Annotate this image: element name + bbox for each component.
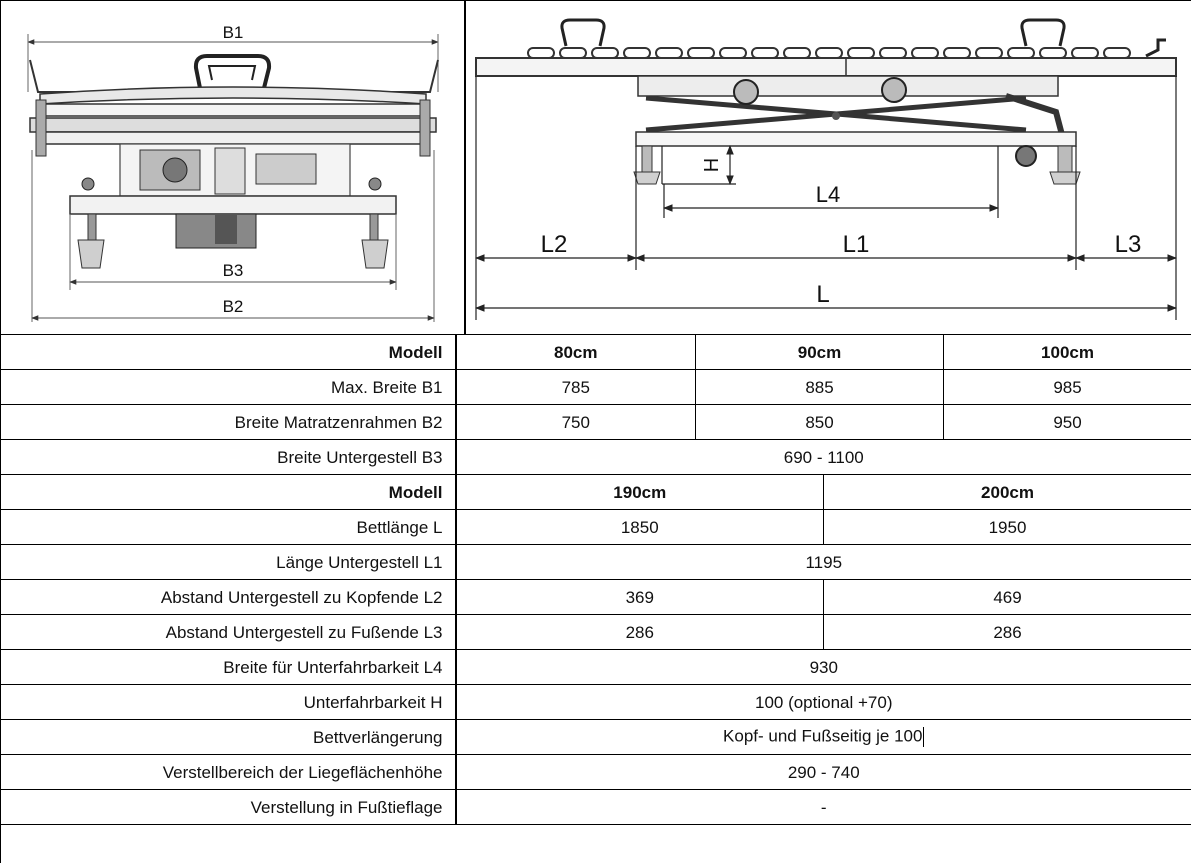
row-label: Abstand Untergestell zu Kopfende L2	[0, 579, 457, 615]
text-cursor	[923, 727, 925, 747]
l4-label: L4	[816, 182, 840, 207]
cell-190cm: 190cm	[455, 474, 824, 510]
cell-value: -	[454, 789, 1191, 825]
row-label: Modell	[0, 334, 457, 370]
cell-value: 469	[822, 579, 1191, 615]
table-row-model-width: Modell 80cm 90cm 100cm	[0, 334, 1191, 370]
technical-drawings: B1	[0, 0, 1191, 334]
side-view-svg: H L4 L2 L1 L3 L	[475, 18, 1177, 320]
cell-value: 750	[455, 404, 696, 440]
table-row-max-width-b1: Max. Breite B1 785 885 985	[0, 369, 1191, 405]
cell-value: 1950	[822, 509, 1191, 545]
cell-value: 985	[943, 369, 1191, 405]
table-row-height-range: Verstellbereich der Liegeflächenhöhe 290…	[0, 754, 1191, 790]
front-view-drawing: B1	[0, 0, 466, 334]
row-label: Abstand Untergestell zu Fußende L3	[0, 614, 457, 650]
cell-value: 1850	[455, 509, 824, 545]
cell-value: 1195	[454, 544, 1191, 580]
cell-value: 690 - 1100	[454, 439, 1191, 475]
b3-label: B3	[223, 261, 244, 280]
table-row-underride-width-l4: Breite für Unterfahrbarkeit L4 930	[0, 649, 1191, 685]
row-label: Max. Breite B1	[0, 369, 457, 405]
table-row-extension: Bettverlängerung Kopf- und Fußseitig je …	[0, 719, 1191, 755]
row-label: Bettlänge L	[0, 509, 457, 545]
table-row-base-length-l1: Länge Untergestell L1 1195	[0, 544, 1191, 580]
side-view-drawing: H L4 L2 L1 L3 L	[466, 0, 1191, 334]
l-label: L	[816, 281, 829, 308]
cell-value-editable[interactable]: Kopf- und Fußseitig je 100	[454, 719, 1191, 755]
cell-value: 286	[455, 614, 824, 650]
table-row-dist-head-l2: Abstand Untergestell zu Kopfende L2 369 …	[0, 579, 1191, 615]
cell-90cm: 90cm	[694, 334, 945, 370]
cell-value: 100 (optional +70)	[454, 684, 1191, 720]
row-label: Länge Untergestell L1	[0, 544, 457, 580]
front-view-svg: B1	[27, 23, 439, 322]
cell-value: 950	[943, 404, 1191, 440]
row-label: Bettverlängerung	[0, 719, 457, 755]
row-label: Unterfahrbarkeit H	[0, 684, 457, 720]
cell-200cm: 200cm	[822, 474, 1191, 510]
cell-80cm: 80cm	[455, 334, 696, 370]
extension-text[interactable]: Kopf- und Fußseitig je 100	[723, 726, 923, 746]
table-row-foot-low: Verstellung in Fußtieflage -	[0, 789, 1191, 825]
table-row-base-width-b3: Breite Untergestell B3 690 - 1100	[0, 439, 1191, 475]
table-row-dist-foot-l3: Abstand Untergestell zu Fußende L3 286 2…	[0, 614, 1191, 650]
cell-value: 369	[455, 579, 824, 615]
b2-label: B2	[223, 297, 244, 316]
h-label: H	[701, 158, 723, 172]
cell-value: 930	[454, 649, 1191, 685]
table-row-bed-length-l: Bettlänge L 1850 1950	[0, 509, 1191, 545]
cell-value: 885	[694, 369, 945, 405]
table-row-underride-h: Unterfahrbarkeit H 100 (optional +70)	[0, 684, 1191, 720]
table-row-frame-width-b2: Breite Matratzenrahmen B2 750 850 950	[0, 404, 1191, 440]
row-label: Breite Matratzenrahmen B2	[0, 404, 457, 440]
cell-value: 850	[694, 404, 945, 440]
cell-100cm: 100cm	[943, 334, 1191, 370]
deck-cushions	[527, 47, 1131, 59]
row-label: Breite für Unterfahrbarkeit L4	[0, 649, 457, 685]
b1-label: B1	[223, 23, 244, 42]
cell-value: 785	[455, 369, 696, 405]
cell-value: 286	[822, 614, 1191, 650]
l1-label: L1	[843, 231, 870, 258]
table-row-model-length: Modell 190cm 200cm	[0, 474, 1191, 510]
row-label: Verstellung in Fußtieflage	[0, 789, 457, 825]
row-label: Modell	[0, 474, 457, 510]
l2-label: L2	[541, 231, 568, 258]
l3-label: L3	[1115, 231, 1142, 258]
cell-value: 290 - 740	[454, 754, 1191, 790]
row-label: Verstellbereich der Liegeflächenhöhe	[0, 754, 457, 790]
spec-table: Modell 80cm 90cm 100cm Max. Breite B1 78…	[0, 334, 1191, 825]
row-label: Breite Untergestell B3	[0, 439, 457, 475]
